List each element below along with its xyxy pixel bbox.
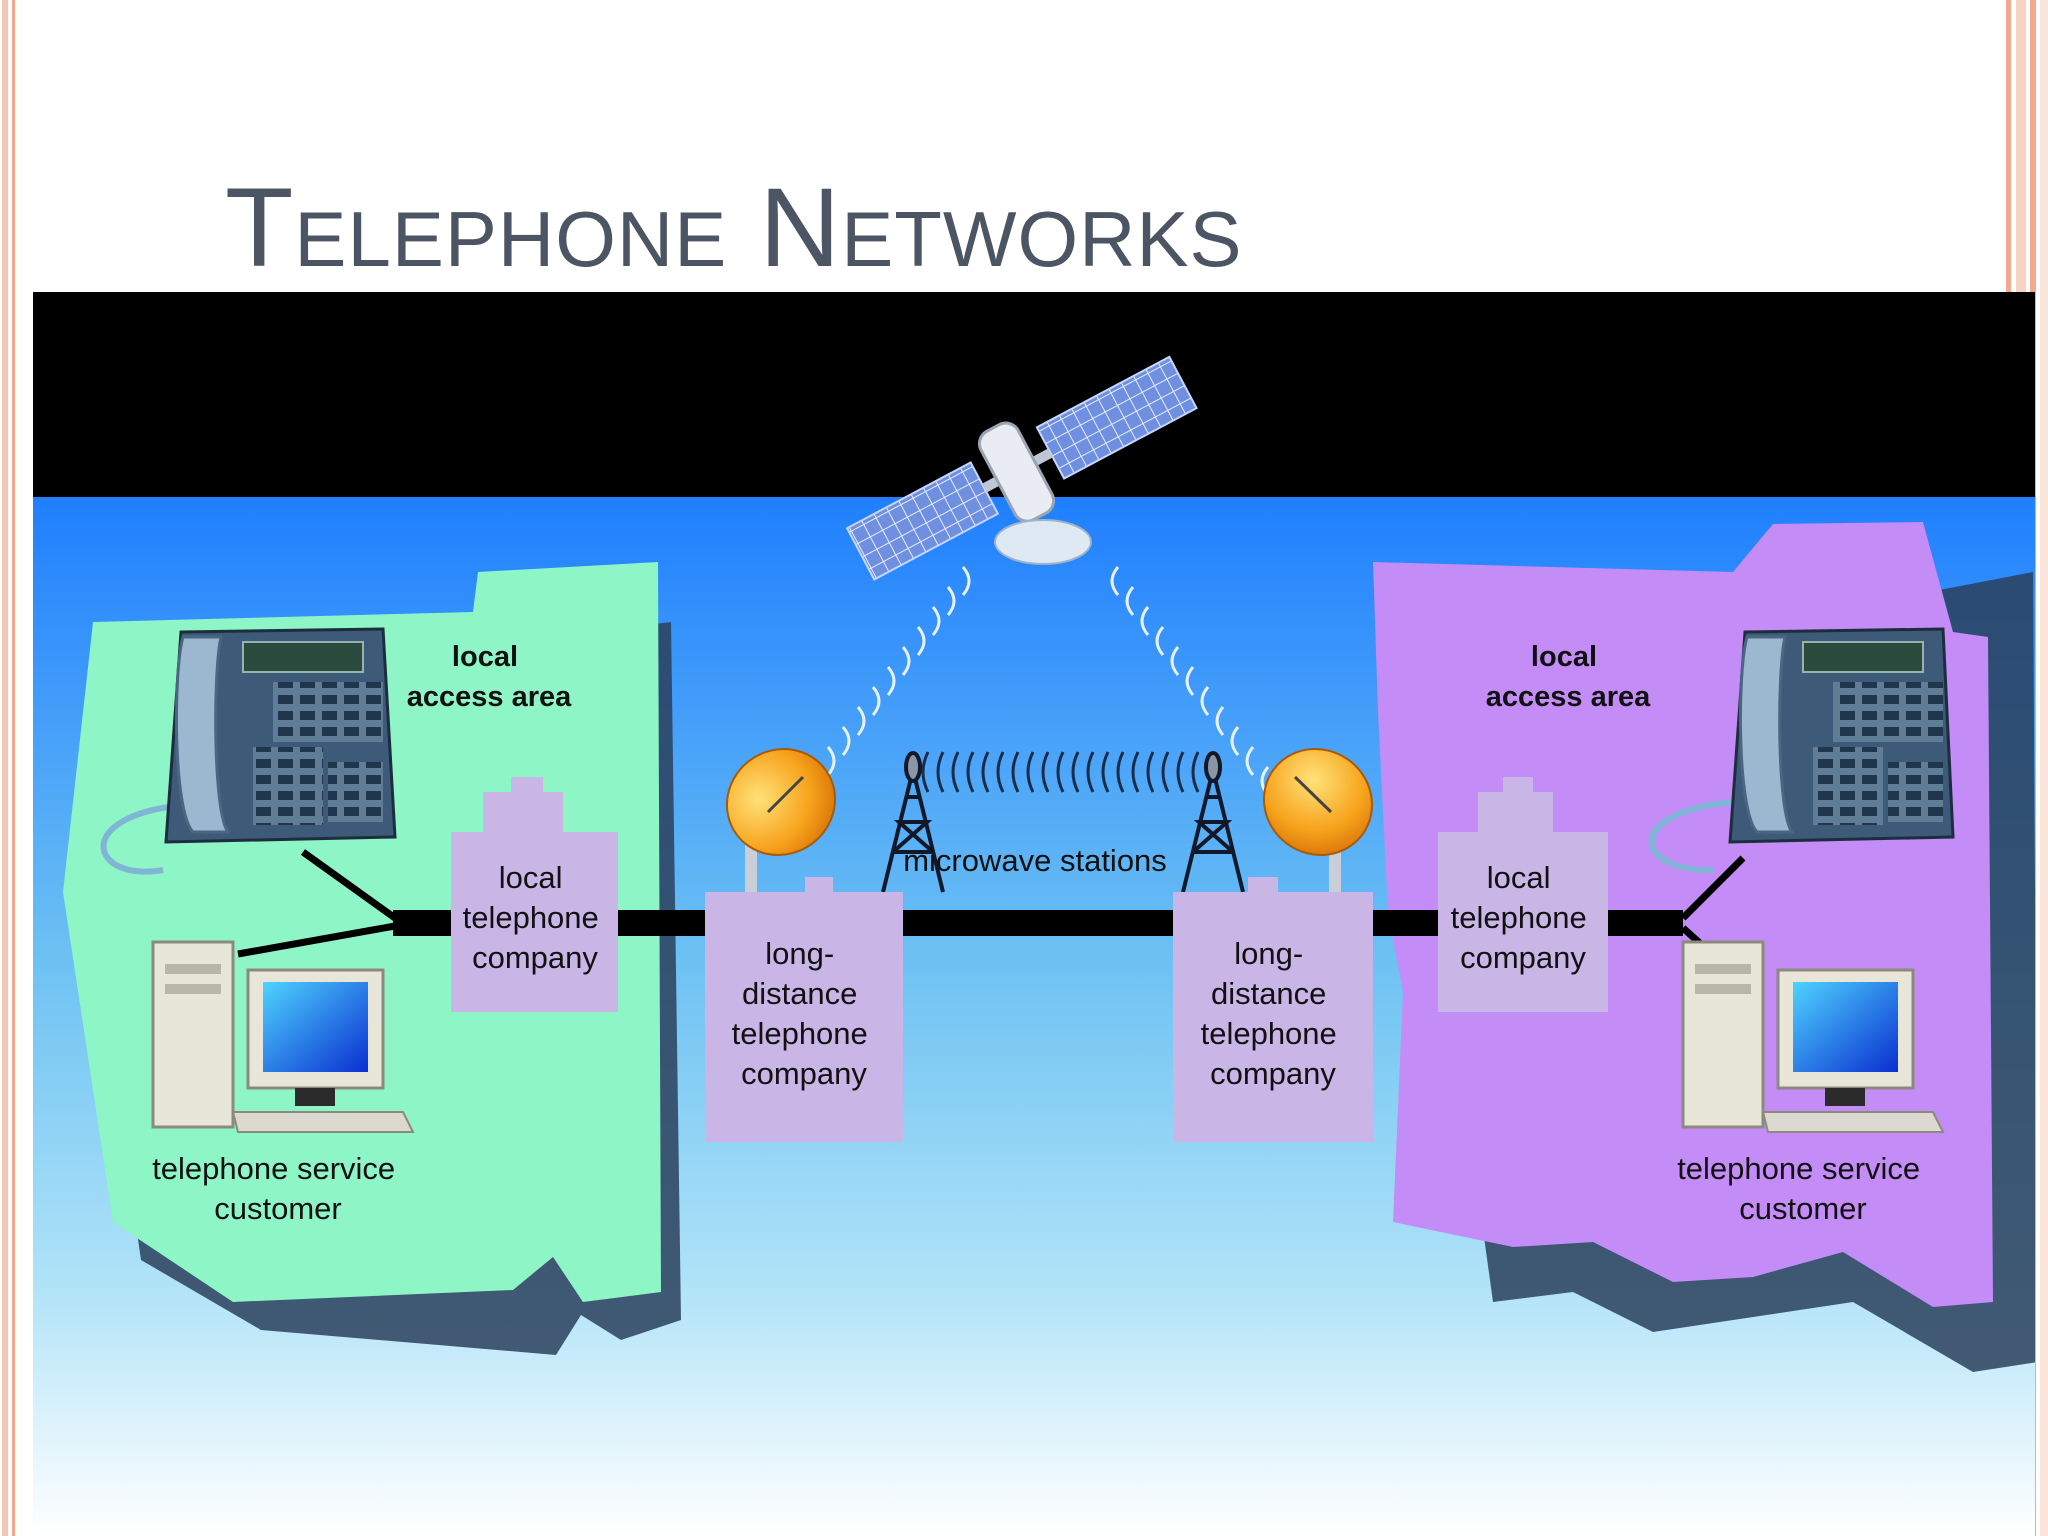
satellite-icon [845, 355, 1198, 581]
left-customer-label: telephone service customer [152, 1151, 404, 1226]
slide-title: Telephone Networks [225, 165, 1243, 290]
microwave-stations-label: microwave stations [903, 843, 1167, 878]
right-customer-label: telephone service customer [1677, 1151, 1929, 1226]
left-telephone-icon [100, 627, 397, 875]
right-computer-icon [1681, 940, 1945, 1133]
left-long-distance-label: long- distance telephone company [732, 936, 877, 1091]
left-long-distance-building [705, 877, 903, 1142]
right-local-telco-building [1438, 777, 1608, 1012]
right-local-telco-label: local telephone company [1451, 860, 1596, 975]
right-long-distance-label: long- distance telephone company [1201, 936, 1346, 1091]
left-local-telco-label: local telephone company [463, 860, 608, 975]
slide-border-left [0, 0, 26, 1536]
left-area-label: local access area [407, 641, 572, 713]
right-telephone-icon [1648, 627, 1955, 874]
left-local-telco-building [451, 777, 618, 1012]
left-computer-icon [151, 940, 415, 1133]
satellite-dish-right-icon [1262, 747, 1374, 907]
right-long-distance-building [1173, 877, 1373, 1142]
telephone-network-diagram: local access area local access area loca… [33, 292, 2035, 1536]
microwave-signal [921, 751, 1200, 793]
microwave-tower-right-icon [1181, 751, 1245, 893]
microwave-tower-left-icon [881, 751, 945, 893]
satellite-dish-left-icon [725, 747, 837, 907]
satellite-signal-right [1110, 566, 1285, 816]
right-area-label: local access area [1486, 641, 1651, 713]
